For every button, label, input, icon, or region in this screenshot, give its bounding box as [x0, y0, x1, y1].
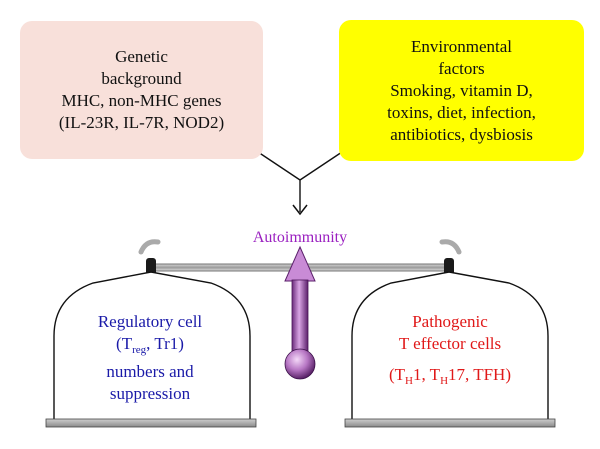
genetic-line-3: MHC, non-MHC genes [61, 91, 222, 110]
arrow-ball [284, 348, 316, 380]
genetic-line-1: Genetic [115, 47, 168, 66]
genetic-background-box: Genetic background MHC, non-MHC genes (I… [20, 21, 263, 159]
regulatory-line-1: Regulatory cell [97, 312, 203, 331]
left-pan [53, 271, 251, 420]
regulatory-line-2-open: (T [116, 334, 133, 353]
autoimmunity-label: Autoimmunity [252, 229, 348, 246]
environmental-line-4: toxins, diet, infection, [387, 102, 536, 122]
right-pan-base [344, 418, 556, 428]
pathogenic-cell-text: Pathogenic T effector cells (TH1, TH17, … [360, 311, 540, 392]
pathogenic-line-3: (TH1, TH17, TFH) [360, 364, 540, 392]
arrow-shaft [291, 279, 309, 357]
down-arrow-icon [292, 204, 308, 216]
left-hook-icon [138, 239, 161, 255]
regulatory-line-2-sub: reg [132, 344, 147, 356]
environmental-factors-box: Environmental factors Smoking, vitamin D… [339, 20, 584, 161]
left-pan-base [45, 418, 257, 428]
pathogenic-line-2: T effector cells [398, 334, 502, 353]
connector-lines [257, 149, 346, 212]
regulatory-line-2-rest: , Tr1) [146, 334, 184, 353]
pathogenic-line-1: Pathogenic [412, 312, 488, 331]
regulatory-line-2: (Treg, Tr1) [60, 333, 240, 361]
environmental-line-3: Smoking, vitamin D, [390, 80, 533, 100]
environmental-line-1: Environmental [410, 36, 513, 56]
right-hook-icon [439, 239, 462, 255]
genetic-line-4: (IL-23R, IL-7R, NOD2) [58, 113, 225, 132]
right-pan [351, 271, 549, 420]
environmental-line-2: factors [438, 58, 485, 78]
genetic-line-2: background [101, 69, 182, 88]
environmental-line-5: antibiotics, dysbiosis [390, 124, 533, 144]
pathogenic-line-3-b: 1, T [412, 365, 441, 384]
regulatory-cell-text: Regulatory cell (Treg, Tr1) numbers and … [60, 311, 240, 405]
pathogenic-line-3-a-sub: H [405, 375, 413, 387]
regulatory-line-3: numbers and [106, 362, 194, 381]
pathogenic-line-3-a: (T [388, 365, 406, 384]
regulatory-line-4: suppression [109, 384, 191, 403]
pathogenic-line-3-c: 17, TFH) [448, 365, 511, 384]
pathogenic-line-3-b-sub: H [440, 375, 449, 387]
